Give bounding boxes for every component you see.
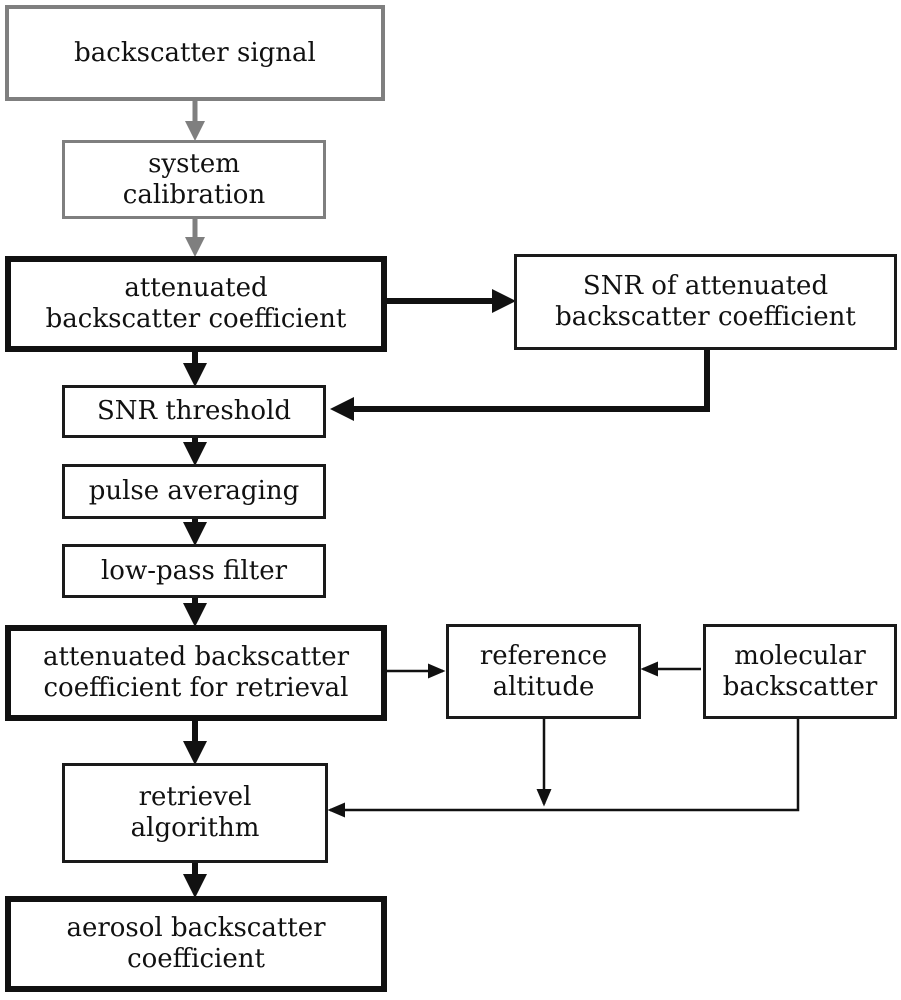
node-coefficient-for-retrieval: attenuated backscatter coefficient for r…: [5, 625, 387, 721]
node-label: backscatter coefficient: [45, 304, 347, 334]
node-molecular-backscatter: molecular backscatter: [703, 624, 897, 719]
node-reference-altitude: reference altitude: [446, 624, 641, 719]
node-snr-threshold: SNR threshold: [62, 385, 326, 438]
node-label: coefficient: [127, 944, 265, 974]
node-label: algorithm: [130, 813, 260, 843]
node-label: backscatter signal: [74, 37, 316, 68]
node-label: low-pass filter: [100, 555, 288, 586]
node-label: aerosol backscatter: [66, 913, 326, 943]
node-label: attenuated: [124, 273, 268, 303]
node-label: system: [148, 148, 240, 179]
node-label: calibration: [122, 179, 266, 210]
node-label: SNR threshold: [96, 396, 292, 426]
node-label: altitude: [492, 671, 595, 702]
node-attenuated-backscatter-coefficient: attenuated backscatter coefficient: [5, 256, 387, 352]
node-label: reference: [479, 640, 608, 671]
node-label: backscatter coefficient: [555, 302, 856, 332]
node-aerosol-backscatter-coefficient: aerosol backscatter coefficient: [5, 896, 387, 992]
node-low-pass-filter: low-pass filter: [62, 544, 326, 598]
node-label: backscatter: [722, 671, 878, 702]
node-backscatter-signal: backscatter signal: [5, 5, 385, 101]
node-label: pulse averaging: [88, 476, 300, 506]
node-label: molecular: [734, 640, 866, 671]
node-retrievel-algorithm: retrievel algorithm: [62, 763, 328, 863]
node-pulse-averaging: pulse averaging: [62, 464, 326, 519]
arrow-snr-to-threshold: [330, 349, 710, 421]
node-system-calibration: system calibration: [62, 140, 326, 219]
node-label: SNR of attenuated: [582, 271, 829, 301]
node-label: attenuated backscatter: [42, 642, 350, 672]
node-label: coefficient for retrieval: [43, 673, 349, 703]
arrow-molecular-to-algorithm: [327, 718, 800, 818]
node-snr-of-attenuated: SNR of attenuated backscatter coefficien…: [514, 254, 897, 350]
node-label: retrievel: [138, 782, 252, 812]
